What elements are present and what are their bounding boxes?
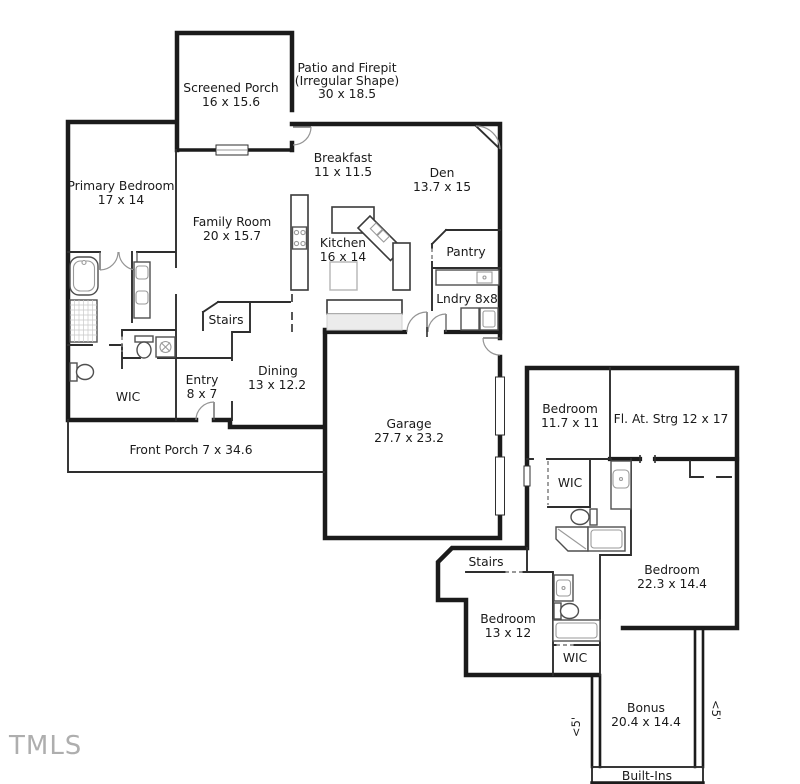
room-dims-garage: 27.7 x 23.2 bbox=[374, 431, 444, 445]
room-dims-dining: 13 x 12.2 bbox=[248, 378, 306, 392]
toilet-bowl-icon bbox=[559, 602, 580, 620]
sink-drain-icon bbox=[618, 476, 624, 482]
garage-side-door-arc bbox=[482, 337, 501, 356]
room-label-dining: Dining bbox=[258, 364, 298, 378]
room-label-bedroom-4: Bedroom bbox=[480, 612, 536, 626]
kitchen-side-counter bbox=[392, 242, 411, 291]
room-label-patio: Patio and Firepit bbox=[297, 61, 396, 75]
mudroom-bench-shadow bbox=[326, 313, 403, 331]
second-floor-exterior-walls bbox=[435, 365, 740, 678]
garage-door-window-2 bbox=[495, 456, 505, 516]
tmls-watermark: TMLS bbox=[8, 731, 82, 761]
kitchen-sink-icon bbox=[376, 229, 391, 243]
bathtub-inner-icon bbox=[590, 529, 623, 549]
sink-drain-icon bbox=[561, 585, 566, 591]
room-label-primary-bedroom: Primary Bedroom bbox=[67, 179, 174, 193]
room-label-den: Den bbox=[430, 166, 455, 180]
room-label-breakfast: Breakfast bbox=[314, 151, 373, 165]
room-dims-patio: 30 x 18.5 bbox=[318, 87, 376, 101]
breakfast-door-arc bbox=[292, 126, 312, 146]
burner-icon bbox=[293, 240, 300, 247]
shower-tile-pattern bbox=[70, 300, 97, 342]
room-label-bonus: Bonus bbox=[627, 701, 665, 715]
room-label-kitchen: Kitchen bbox=[320, 236, 366, 250]
mudroom-bench bbox=[326, 299, 403, 315]
room-label-bedroom-2: Bedroom bbox=[542, 402, 598, 416]
room-label-stairs-main: Stairs bbox=[208, 313, 243, 327]
room-label-wic-bonus: WIC bbox=[563, 651, 587, 665]
bonus-knee-walls bbox=[590, 626, 705, 769]
room-dims-bonus: 20.4 x 14.4 bbox=[611, 715, 681, 729]
kitchen-island bbox=[329, 261, 358, 291]
room-label-front-porch: Front Porch 7 x 34.6 bbox=[129, 443, 252, 457]
room-dims-entry: 8 x 7 bbox=[187, 387, 218, 401]
room-dims-bedroom-2: 11.7 x 11 bbox=[541, 416, 599, 430]
door-swings bbox=[99, 125, 501, 421]
shower-drain-cross-icon bbox=[160, 342, 171, 352]
entry-door-arc bbox=[195, 401, 215, 421]
room-label-wic-primary: WIC bbox=[116, 390, 140, 404]
windows bbox=[215, 144, 531, 516]
second-floor-door-dashes bbox=[505, 461, 574, 646]
room-dims-bedroom-4: 13 x 12 bbox=[485, 626, 531, 640]
toilet-tank-icon bbox=[134, 335, 154, 343]
burner-icon bbox=[300, 240, 306, 247]
pantry-laundry-fixtures bbox=[435, 269, 500, 331]
toilet-bowl-icon bbox=[75, 363, 95, 381]
burner-icon bbox=[293, 229, 300, 236]
room-label-entry: Entry bbox=[186, 373, 219, 387]
room-label-bedroom-3: Bedroom bbox=[644, 563, 700, 577]
room-label-wic-upper: WIC bbox=[558, 476, 582, 490]
room-label-garage: Garage bbox=[386, 417, 431, 431]
room-label-attic-storage: Fl. At. Strg 12 x 17 bbox=[614, 412, 729, 426]
ceiling-height-marker-right: <5' bbox=[709, 700, 723, 720]
upper-bath-fixtures bbox=[555, 460, 632, 552]
room-label-family-room: Family Room bbox=[193, 215, 272, 229]
kitchen-counters bbox=[290, 194, 411, 331]
kitchen-sink-icon bbox=[369, 222, 384, 236]
toilet-bowl-icon bbox=[136, 341, 152, 359]
bathtub-inner-icon bbox=[555, 622, 598, 639]
lower-bath-fixtures bbox=[552, 574, 601, 642]
room-dims-family-room: 20 x 15.7 bbox=[203, 229, 261, 243]
bathtub-inner-icon bbox=[72, 260, 96, 292]
room-labels: Screened Porch 16 x 15.6 Patio and Firep… bbox=[67, 61, 728, 783]
first-floor-exterior-walls bbox=[65, 30, 503, 541]
room-label-screened-porch: Screened Porch bbox=[183, 81, 278, 95]
room-label-stairs-upper: Stairs bbox=[468, 555, 503, 569]
faucet-icon bbox=[81, 259, 87, 266]
sink-icon bbox=[135, 290, 149, 305]
room-shape-patio: (Irregular Shape) bbox=[295, 74, 399, 88]
sink-icon bbox=[135, 265, 149, 280]
room-dims-kitchen: 16 x 14 bbox=[320, 250, 367, 264]
room-dims-screened-porch: 16 x 15.6 bbox=[202, 95, 260, 109]
front-porch-outline bbox=[67, 419, 325, 473]
room-dims-breakfast: 11 x 11.5 bbox=[314, 165, 372, 179]
room-dims-primary-bedroom: 17 x 14 bbox=[98, 193, 145, 207]
room-label-laundry: Lndry 8x8 bbox=[436, 292, 498, 306]
appliance-knob-icon bbox=[482, 275, 487, 280]
toilet-tank-icon bbox=[589, 508, 598, 526]
den-corner-arc bbox=[475, 125, 501, 150]
room-dims-den: 13.7 x 15 bbox=[413, 180, 471, 194]
shower-glass-icon bbox=[557, 528, 587, 550]
burner-icon bbox=[300, 229, 306, 236]
garage-door-window-1 bbox=[495, 376, 505, 436]
first-floor-interior-walls bbox=[67, 124, 502, 421]
room-dims-bedroom-3: 22.3 x 14.4 bbox=[637, 577, 707, 591]
dryer-door-icon bbox=[482, 310, 496, 328]
primary-bath-fixtures bbox=[69, 256, 176, 382]
garage-hall-door-arc bbox=[406, 311, 428, 333]
opening-ticks bbox=[291, 294, 656, 463]
upper-hall-window bbox=[523, 465, 531, 487]
laundry-door-arc bbox=[427, 313, 447, 333]
room-label-pantry: Pantry bbox=[446, 245, 485, 259]
ceiling-height-marker-left: <5' bbox=[569, 717, 583, 737]
toilet-bowl-icon bbox=[570, 508, 590, 526]
washer-icon bbox=[460, 307, 480, 331]
first-floor-door-dashes bbox=[121, 248, 433, 352]
room-label-built-ins: Built-Ins bbox=[622, 769, 672, 783]
